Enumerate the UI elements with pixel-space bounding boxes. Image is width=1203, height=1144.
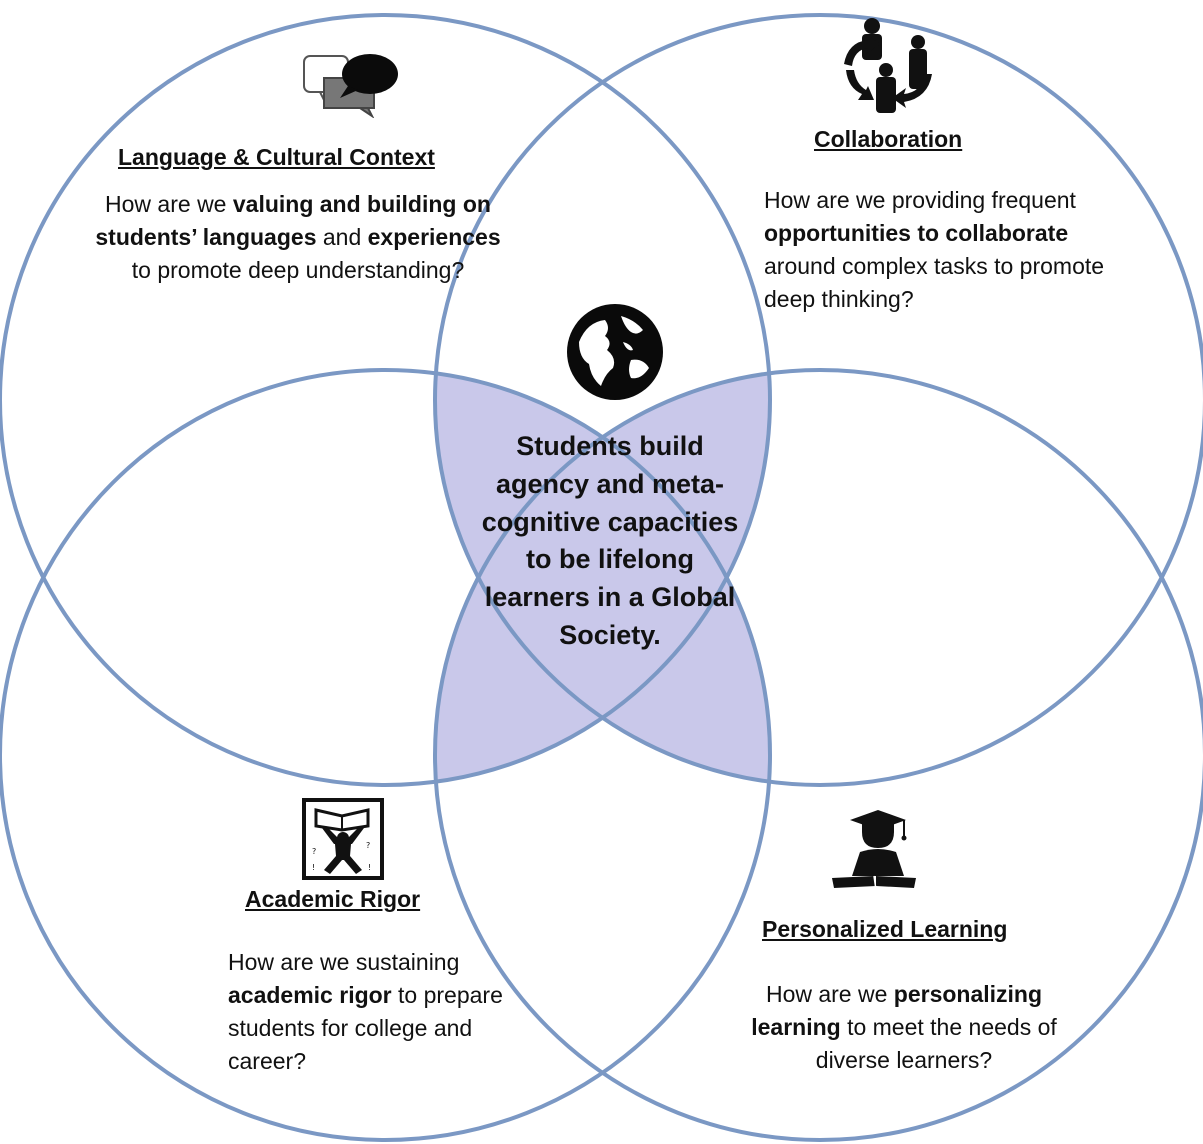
speech-bubbles-icon (303, 54, 398, 118)
language-text-3: to promote deep understanding? (131, 256, 465, 283)
personalized-bold-1: personalizing learning (751, 981, 1043, 1040)
collaboration-text-2: around complex tasks to promote deep thi… (764, 252, 1105, 312)
language-text-2: and (316, 223, 368, 250)
collaboration-bold-1: opportunities to collaborate (764, 219, 1069, 246)
svg-text:!: ! (312, 863, 315, 872)
rigor-text-1: How are we sustaining (228, 949, 460, 975)
language-bold-1: valuing and building on students’ langua… (95, 191, 491, 250)
collaboration-question: How are we providing frequent opportunit… (764, 184, 1134, 316)
svg-text:?: ? (312, 847, 316, 856)
rigor-heading: Academic Rigor (245, 886, 421, 912)
globe-icon (567, 304, 663, 400)
person-lifting-book-icon: ? ? ! ! (302, 798, 384, 880)
svg-text:?: ? (366, 841, 370, 850)
rigor-text-2: to prepare students for college and care… (228, 981, 503, 1074)
circle-language (0, 13, 772, 787)
graduate-reading-icon (832, 810, 916, 891)
personalized-text-1: How are we (765, 981, 894, 1007)
rigor-question: How are we sustaining academic rigor to … (228, 946, 508, 1078)
rigor-bold-1: academic rigor (228, 981, 392, 1008)
circle-personalized (433, 368, 1203, 1142)
svg-text:!: ! (368, 863, 371, 872)
language-bold-2: experiences (367, 223, 501, 250)
people-cycle-icon (844, 18, 932, 113)
personalized-heading: Personalized Learning (762, 916, 1008, 942)
circle-collaboration (433, 13, 1203, 787)
language-text-1: How are we (105, 191, 233, 217)
personalized-question: How are we personalizing learning to mee… (732, 978, 1076, 1077)
collaboration-heading: Collaboration (814, 126, 963, 152)
circle-rigor (0, 368, 772, 1142)
personalized-text-2: to meet the needs of diverse learners? (815, 1013, 1057, 1073)
collaboration-text-1: How are we providing frequent (764, 187, 1076, 213)
language-question: How are we valuing and building on stude… (84, 188, 512, 287)
center-message: Students build agency and meta-cognitive… (481, 431, 739, 650)
language-heading: Language & Cultural Context (118, 144, 435, 170)
